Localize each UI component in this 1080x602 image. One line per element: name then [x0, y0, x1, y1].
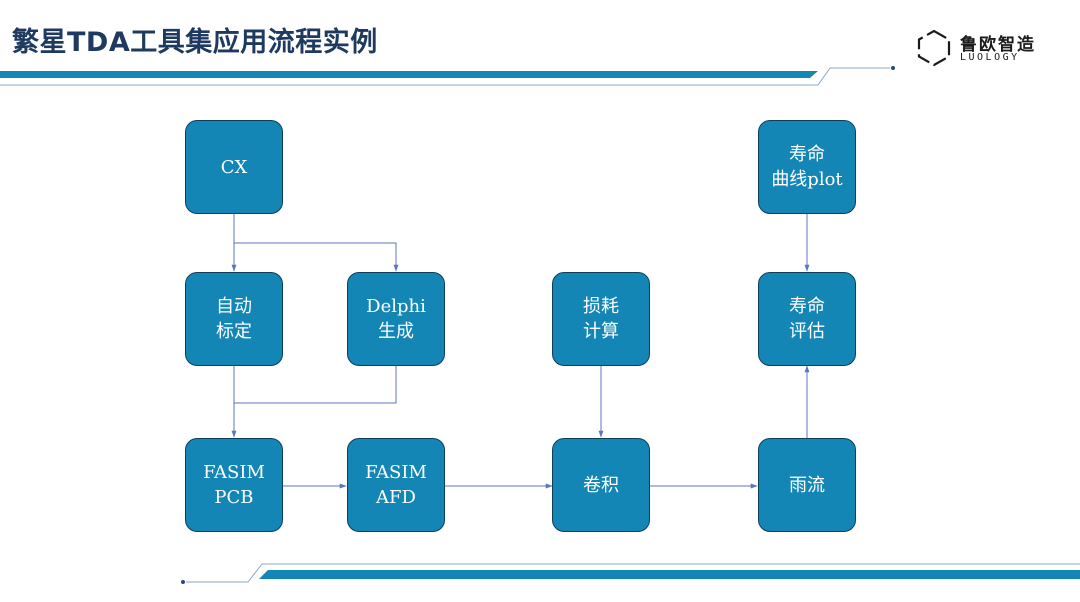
node-cx-label: CX [220, 156, 248, 178]
node-convolution-label: 卷积 [583, 474, 619, 496]
node-delphi: Delphi 生成 [347, 272, 445, 366]
header-diagonal-line [817, 67, 831, 86]
node-fasim-pcb-label: FASIM PCB [203, 462, 265, 508]
footer-band [259, 570, 1080, 579]
node-loss-calc: 损耗 计算 [552, 272, 650, 366]
node-life-curve-label: 寿命 曲线plot [771, 144, 843, 190]
node-auto-calib-label: 自动 标定 [216, 296, 252, 342]
node-fasim-pcb: FASIM PCB [185, 438, 283, 532]
company-logo: 鲁欧智造 LUOLOGY [914, 28, 1064, 68]
node-life-eval: 寿命 评估 [758, 272, 856, 366]
node-auto-calib: 自动 标定 [185, 272, 283, 366]
node-rainflow: 雨流 [758, 438, 856, 532]
node-delphi-label: Delphi 生成 [366, 296, 426, 342]
logo-name-cn: 鲁欧智造 [960, 35, 1036, 55]
node-convolution: 卷积 [552, 438, 650, 532]
logo-name-en: LUOLOGY [960, 52, 1020, 63]
slide-title: 繁星TDA工具集应用流程实例 [12, 27, 378, 58]
node-rainflow-label: 雨流 [789, 474, 825, 496]
node-fasim-afd-label: FASIM AFD [365, 462, 427, 508]
header-band [0, 71, 818, 78]
node-fasim-afd: FASIM AFD [347, 438, 445, 532]
edge-delphi-fasim-pcb [234, 366, 397, 404]
footer-diagonal-line [247, 563, 263, 583]
edge-cx-delphi [234, 242, 399, 272]
hexagon-logo-icon [917, 29, 951, 67]
node-cx: CX [185, 120, 283, 214]
node-life-curve: 寿命 曲线plot [758, 120, 856, 214]
node-loss-calc-label: 损耗 计算 [583, 296, 619, 342]
footer-dot [181, 580, 185, 584]
header-dot [891, 66, 895, 70]
node-life-eval-label: 寿命 评估 [789, 296, 825, 342]
